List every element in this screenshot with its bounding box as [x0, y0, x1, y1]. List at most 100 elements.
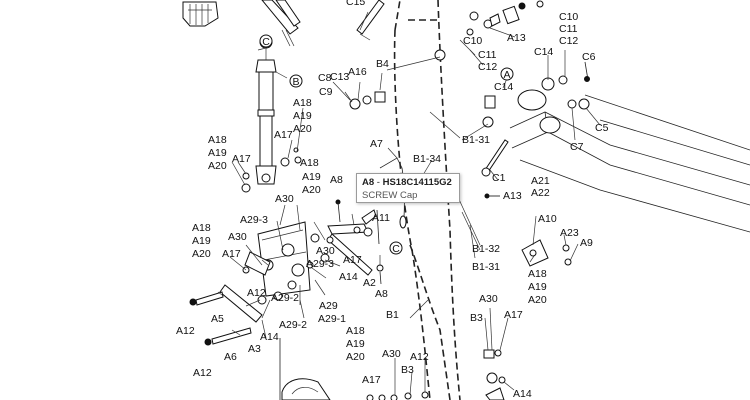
part-label[interactable]: C9: [319, 86, 333, 98]
part-label[interactable]: A19: [192, 235, 211, 247]
hydraulic-cylinder: [255, 35, 277, 185]
part-label[interactable]: A21: [531, 175, 550, 187]
part-label[interactable]: B1-32: [472, 243, 500, 255]
part-label[interactable]: B1-31: [462, 134, 490, 146]
part-label[interactable]: A19: [528, 281, 547, 293]
part-label[interactable]: A5: [211, 313, 224, 325]
callout-C-mid[interactable]: C: [389, 241, 403, 255]
part-label[interactable]: C1: [492, 172, 506, 184]
callout-A-right[interactable]: A: [500, 67, 514, 81]
part-label[interactable]: C13: [330, 71, 349, 83]
part-label[interactable]: A18: [293, 97, 312, 109]
part-label[interactable]: A17: [504, 309, 523, 321]
part-label[interactable]: A29-3: [240, 214, 268, 226]
part-label[interactable]: A17: [232, 153, 251, 165]
link-assembly-mid: [306, 157, 407, 285]
part-label[interactable]: A30: [316, 245, 335, 257]
part-label[interactable]: A20: [346, 351, 365, 363]
part-label[interactable]: A29-1: [318, 313, 346, 325]
part-label[interactable]: A17: [343, 254, 362, 266]
svg-text:C: C: [392, 243, 400, 255]
part-label[interactable]: A18: [192, 222, 211, 234]
part-label[interactable]: A11: [372, 212, 390, 224]
part-label[interactable]: A18: [208, 134, 227, 146]
part-label[interactable]: C12: [559, 35, 578, 47]
part-label[interactable]: A30: [228, 231, 247, 243]
part-label[interactable]: A29-3: [306, 258, 334, 270]
part-label[interactable]: A20: [208, 160, 227, 172]
part-label[interactable]: B1-34: [413, 153, 441, 165]
part-label[interactable]: A9: [580, 237, 593, 249]
parts-lower-right: [483, 349, 506, 400]
part-label[interactable]: C14: [534, 46, 553, 58]
part-label[interactable]: A30: [382, 348, 401, 360]
part-label[interactable]: A14: [260, 331, 279, 343]
part-label[interactable]: A23: [560, 227, 579, 239]
tooltip-separator: -: [374, 177, 383, 188]
part-label[interactable]: A10: [538, 213, 557, 225]
part-label[interactable]: A12: [410, 351, 429, 363]
part-label[interactable]: B4: [376, 58, 389, 70]
part-label[interactable]: B1-31: [472, 261, 500, 273]
part-label[interactable]: A20: [192, 248, 211, 260]
callout-C-top[interactable]: C: [259, 34, 273, 48]
part-label[interactable]: A19: [208, 147, 227, 159]
part-label[interactable]: A2: [363, 277, 376, 289]
part-label[interactable]: A6: [224, 351, 237, 363]
part-label[interactable]: B1: [386, 309, 399, 321]
part-label[interactable]: A8: [330, 174, 343, 186]
part-labels: C15 C10 C11 C12 A13 C10 C11 C12 C14 C6 C…: [176, 0, 609, 400]
part-label[interactable]: C14: [494, 81, 513, 93]
part-label[interactable]: A18: [528, 268, 547, 280]
part-label[interactable]: A22: [531, 187, 550, 199]
part-label[interactable]: A17: [274, 129, 293, 141]
part-label[interactable]: C12: [478, 61, 497, 73]
part-label[interactable]: C8: [318, 72, 332, 84]
part-label[interactable]: A18: [300, 157, 319, 169]
part-label[interactable]: A13: [503, 190, 522, 202]
part-label[interactable]: A14: [339, 271, 358, 283]
part-label[interactable]: C10: [463, 35, 482, 47]
part-label[interactable]: A16: [348, 66, 367, 78]
part-label[interactable]: A30: [275, 193, 294, 205]
pins-c-group: [349, 49, 590, 177]
part-label[interactable]: A18: [346, 325, 365, 337]
part-label[interactable]: A12: [247, 287, 266, 299]
part-tooltip: A8 - HS18C14115G2 SCREW Cap: [356, 173, 460, 203]
pins-lower-left: [189, 291, 252, 346]
part-label[interactable]: C10: [559, 11, 578, 23]
part-label[interactable]: A20: [528, 294, 547, 306]
part-label[interactable]: A19: [302, 171, 321, 183]
part-label[interactable]: B3: [470, 312, 483, 324]
part-label[interactable]: A29-2: [271, 292, 299, 304]
part-label[interactable]: A19: [346, 338, 365, 350]
part-label[interactable]: A13: [507, 32, 526, 44]
part-label[interactable]: C11: [478, 49, 497, 61]
callout-B[interactable]: B: [289, 74, 303, 88]
part-label[interactable]: A17: [222, 248, 241, 260]
part-label[interactable]: A19: [293, 110, 312, 122]
part-label[interactable]: A12: [193, 367, 212, 379]
bracket-right: [484, 193, 572, 267]
boom-arm-part: [261, 0, 301, 47]
part-label[interactable]: A20: [302, 184, 321, 196]
part-label[interactable]: A29-2: [279, 319, 307, 331]
part-label[interactable]: A8: [375, 288, 388, 300]
part-label[interactable]: B3: [401, 364, 414, 376]
pins-upper: [356, 0, 544, 41]
part-label[interactable]: C11: [559, 23, 578, 35]
part-label[interactable]: C5: [595, 122, 609, 134]
part-label[interactable]: A20: [293, 123, 312, 135]
part-label[interactable]: A3: [248, 343, 261, 355]
parts-bottom: [279, 338, 429, 400]
part-label[interactable]: A12: [176, 325, 195, 337]
part-label[interactable]: A14: [513, 388, 532, 400]
part-label[interactable]: A30: [479, 293, 498, 305]
part-label[interactable]: A17: [362, 374, 381, 386]
part-label[interactable]: A7: [370, 138, 383, 150]
part-label[interactable]: C6: [582, 51, 596, 63]
part-label[interactable]: C7: [570, 141, 584, 153]
part-label[interactable]: C15: [346, 0, 365, 8]
part-label[interactable]: A29: [319, 300, 338, 312]
